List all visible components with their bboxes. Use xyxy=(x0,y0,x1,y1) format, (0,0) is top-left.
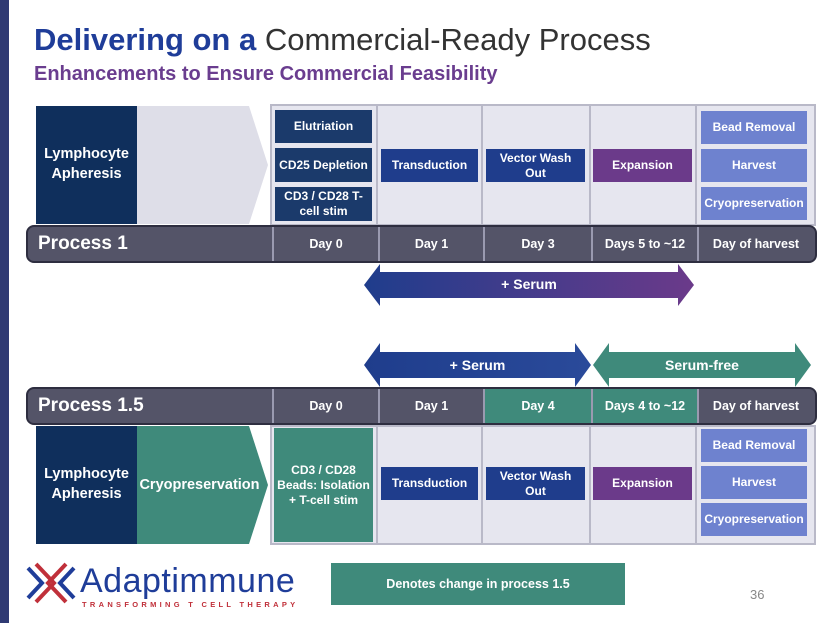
process-15-lymphocyte-apheresis: Lymphocyte Apheresis xyxy=(36,426,137,544)
step-cryopreservation: Cryopreservation xyxy=(701,187,807,220)
step-expansion: Expansion xyxy=(593,467,692,500)
process-1-label: Process 1 xyxy=(38,233,128,254)
process-15-serum-arrow xyxy=(364,343,591,387)
timeline-day: Day 0 xyxy=(272,227,378,261)
adaptimmune-tagline: TRANSFORMING T CELL THERAPY xyxy=(82,600,299,609)
process-15-serumfree-arrow xyxy=(593,343,811,387)
adaptimmune-logo-text: Adaptimmune xyxy=(80,562,296,600)
timeline-day-changed: Day 4 xyxy=(483,389,591,423)
process-1-lymphocyte-apheresis: Lymphocyte Apheresis xyxy=(36,106,137,224)
step-cd3-cd28-stim: CD3 / CD28 T-cell stim xyxy=(275,187,372,221)
grid-divider xyxy=(376,104,378,226)
timeline-day-changed: Days 4 to ~12 xyxy=(591,389,697,423)
legend-change-indicator: Denotes change in process 1.5 xyxy=(331,563,625,605)
process-15-timeline-bar: Process 1.5 Day 0 Day 1 Day 4 Days 4 to … xyxy=(26,387,817,425)
grid-divider xyxy=(589,104,591,226)
page-subtitle: Enhancements to Ensure Commercial Feasib… xyxy=(34,63,498,85)
left-accent-bar xyxy=(0,0,9,623)
step-cryopreservation: Cryopreservation xyxy=(701,503,807,536)
process-15-serum-label: + Serum xyxy=(449,357,506,373)
step-elutriation: Elutriation xyxy=(275,110,372,143)
process-15-label: Process 1.5 xyxy=(38,395,144,416)
adaptimmune-logo-icon xyxy=(26,562,76,604)
process-15-cryopreservation: Cryopreservation xyxy=(139,477,260,493)
grid-divider xyxy=(695,425,697,545)
timeline-day: Day 0 xyxy=(272,389,378,423)
step-harvest: Harvest xyxy=(701,149,807,182)
step-transduction: Transduction xyxy=(381,149,478,182)
grid-divider xyxy=(481,425,483,545)
timeline-day: Day 1 xyxy=(378,389,483,423)
process-1-serum-arrow xyxy=(364,264,694,306)
step-harvest: Harvest xyxy=(701,466,807,499)
step-bead-removal: Bead Removal xyxy=(701,429,807,462)
grid-divider xyxy=(376,425,378,545)
step-cd3-cd28-beads: CD3 / CD28 Beads: Isolation + T-cell sti… xyxy=(274,428,373,542)
process-15-serumfree-label: Serum-free xyxy=(665,357,739,373)
step-vector-wash-out: Vector Wash Out xyxy=(486,149,585,182)
timeline-day: Day of harvest xyxy=(697,227,813,261)
step-transduction: Transduction xyxy=(381,467,478,500)
process-1-serum-label: + Serum xyxy=(501,276,557,292)
page-title: Delivering on a Commercial-Ready Process xyxy=(34,22,651,57)
page-number: 36 xyxy=(750,587,765,602)
timeline-day: Day of harvest xyxy=(697,389,813,423)
step-expansion: Expansion xyxy=(593,149,692,182)
timeline-day: Day 3 xyxy=(483,227,591,261)
step-bead-removal: Bead Removal xyxy=(701,111,807,144)
timeline-day: Days 5 to ~12 xyxy=(591,227,697,261)
step-vector-wash-out: Vector Wash Out xyxy=(486,467,585,500)
grid-divider xyxy=(589,425,591,545)
timeline-day: Day 1 xyxy=(378,227,483,261)
step-cd25-depletion: CD25 Depletion xyxy=(275,148,372,182)
grid-divider xyxy=(481,104,483,226)
process-1-timeline-bar: Process 1 Day 0 Day 1 Day 3 Days 5 to ~1… xyxy=(26,225,817,263)
grid-divider xyxy=(695,104,697,226)
